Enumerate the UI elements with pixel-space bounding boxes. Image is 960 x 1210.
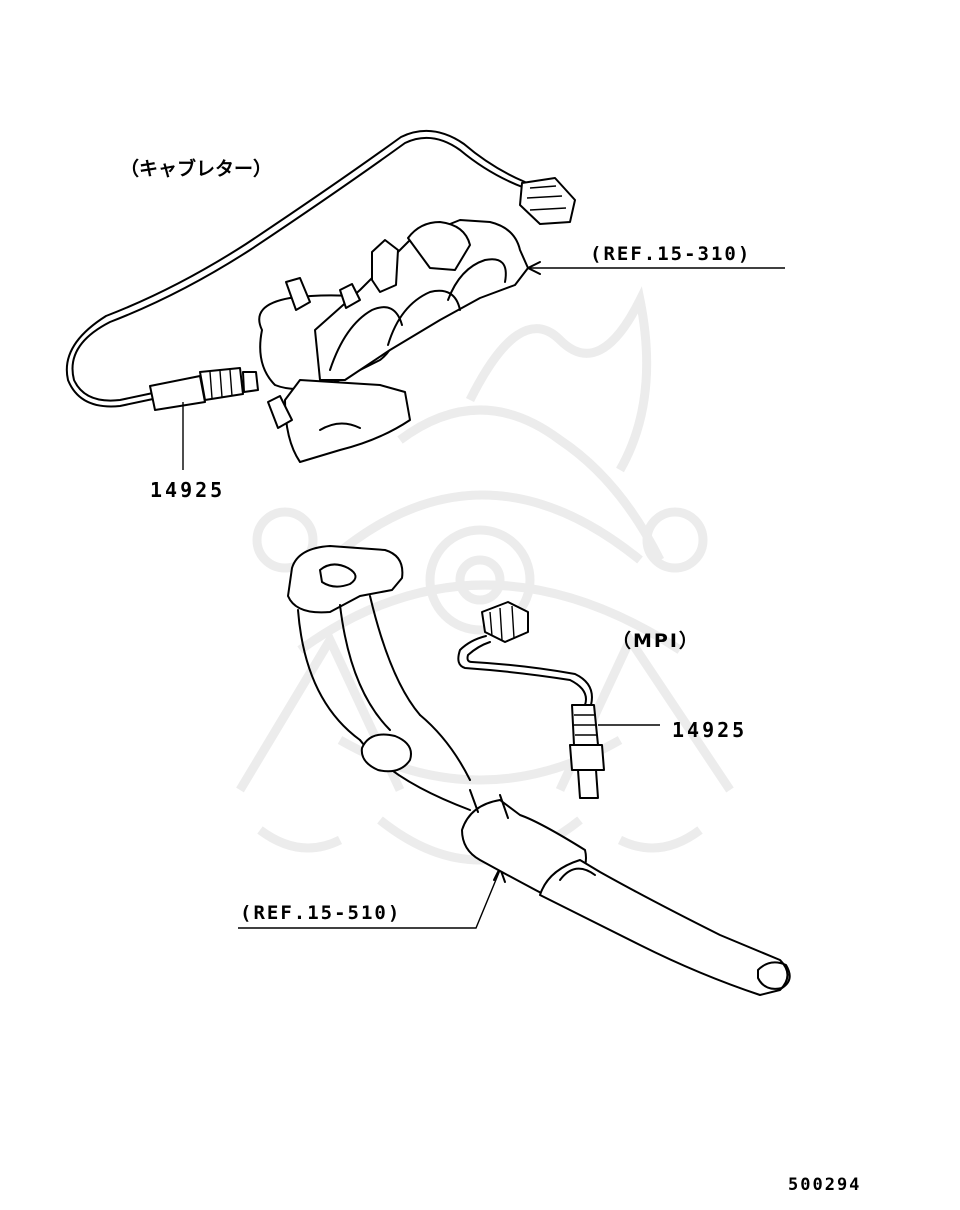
sensor-cable-lower bbox=[457, 635, 587, 706]
ref-lower-label[interactable]: (REF.15-510) bbox=[240, 902, 402, 924]
sensor-cable-upper bbox=[71, 136, 526, 402]
oxygen-sensor-lower[interactable] bbox=[457, 601, 605, 799]
exhaust-manifold[interactable] bbox=[258, 219, 529, 463]
ref-upper-label[interactable]: (REF.15-310) bbox=[590, 243, 752, 265]
connector-upper bbox=[519, 177, 576, 225]
connector-lower bbox=[481, 601, 529, 643]
arrow-ref-upper-icon bbox=[527, 261, 541, 275]
oxygen-sensor-upper[interactable] bbox=[65, 129, 576, 411]
mpi-label: （MPI） bbox=[612, 630, 700, 652]
leader-lines bbox=[182, 261, 785, 929]
carburetor-label: （キャブレター） bbox=[120, 158, 273, 180]
part-number-upper[interactable]: 14925 bbox=[150, 478, 226, 502]
front-exhaust-pipe[interactable] bbox=[287, 545, 791, 996]
leader-ref-lower bbox=[238, 869, 501, 929]
part-number-lower[interactable]: 14925 bbox=[672, 718, 748, 742]
diagram-code: 500294 bbox=[788, 1175, 862, 1195]
